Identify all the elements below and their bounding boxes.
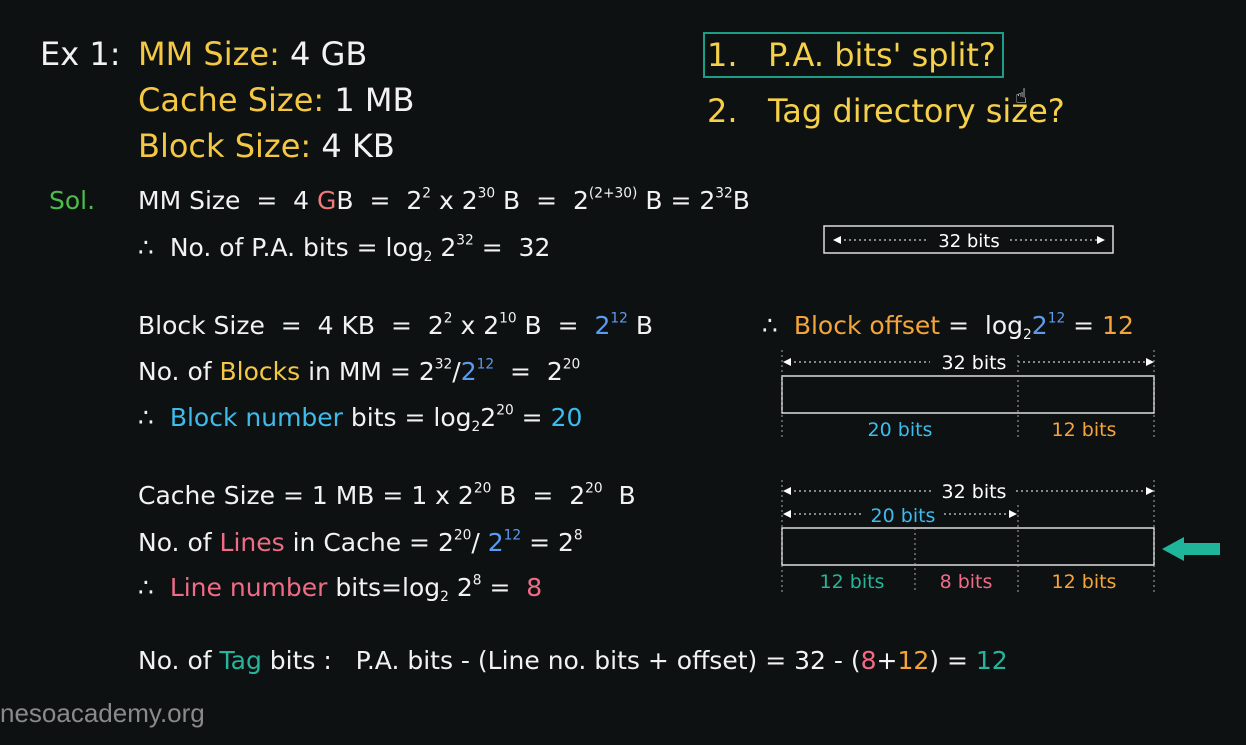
blocks-in-mm-equation: No. of Blocks in MM = 232/212 = 220 bbox=[138, 356, 581, 386]
pa-bits-box bbox=[823, 225, 1114, 254]
block-size-given: Block Size: 4 KB bbox=[138, 127, 395, 165]
cache-size-equation: Cache Size = 1 MB = 1 x 220 B = 220 B bbox=[138, 480, 636, 510]
line-bits-label: 8 bits bbox=[940, 571, 993, 593]
block-offset-equation: ∴ Block offset = log2212 = 12 bbox=[762, 310, 1134, 343]
line-number-bits-equation: ∴ Line number bits=log2 28 = 8 bbox=[138, 572, 543, 605]
question-2: 2. Tag directory size? bbox=[707, 92, 1065, 130]
cache-size-given: Cache Size: 1 MB bbox=[138, 81, 414, 119]
pa-bits-equation: ∴ No. of P.A. bits = log2 232 = 32 bbox=[138, 232, 551, 265]
example-label: Ex 1: bbox=[40, 35, 121, 73]
block-number-bits-equation: ∴ Block number bits = log2220 = 20 bbox=[138, 402, 583, 435]
cache-address-box bbox=[781, 527, 1155, 566]
tag-bits-equation: No. of Tag bits : P.A. bits - (Line no. … bbox=[138, 646, 1008, 675]
solution-label: Sol. bbox=[49, 186, 96, 215]
lines-in-cache-equation: No. of Lines in Cache = 220/ 212 = 28 bbox=[138, 527, 583, 557]
question-1-number: 1. bbox=[707, 36, 738, 74]
mm-size-label: MM Size: bbox=[138, 35, 280, 73]
d3-total-bits-label: 32 bits bbox=[942, 481, 1007, 503]
d3-block-number-bits-label: 20 bits bbox=[871, 505, 936, 527]
mm-size-equation: MM Size = 4 GB = 22 x 230 B = 2(2+30) B … bbox=[138, 185, 750, 215]
mm-size-given: MM Size: 4 GB bbox=[138, 35, 367, 73]
cache-size-value: 1 MB bbox=[334, 81, 415, 119]
watermark: nesoacademy.org bbox=[0, 698, 205, 728]
block-address-box bbox=[781, 375, 1155, 414]
block-offset-bits-label: 12 bits bbox=[1052, 419, 1117, 441]
cache-size-label: Cache Size: bbox=[138, 81, 325, 119]
offset-bits-label: 12 bits bbox=[1052, 571, 1117, 593]
tag-bits-label: 12 bits bbox=[820, 571, 885, 593]
block-number-bits-label: 20 bits bbox=[868, 419, 933, 441]
block-size-equation: Block Size = 4 KB = 22 x 210 B = 212 B bbox=[138, 310, 653, 340]
question-2-text: Tag directory size? bbox=[768, 92, 1065, 130]
mm-size-value: 4 GB bbox=[290, 35, 368, 73]
question-1-text: P.A. bits' split? bbox=[768, 36, 996, 74]
question-2-number: 2. bbox=[707, 92, 738, 130]
pointer-arrow-icon bbox=[1162, 537, 1220, 561]
mouse-cursor-icon: ☝ bbox=[1015, 84, 1028, 108]
block-size-value: 4 KB bbox=[321, 127, 395, 165]
pa-bits-label: 32 bits bbox=[938, 231, 1000, 252]
block-size-label: Block Size: bbox=[138, 127, 312, 165]
question-1: 1. P.A. bits' split? bbox=[703, 32, 1004, 78]
d2-total-bits-label: 32 bits bbox=[942, 352, 1007, 374]
